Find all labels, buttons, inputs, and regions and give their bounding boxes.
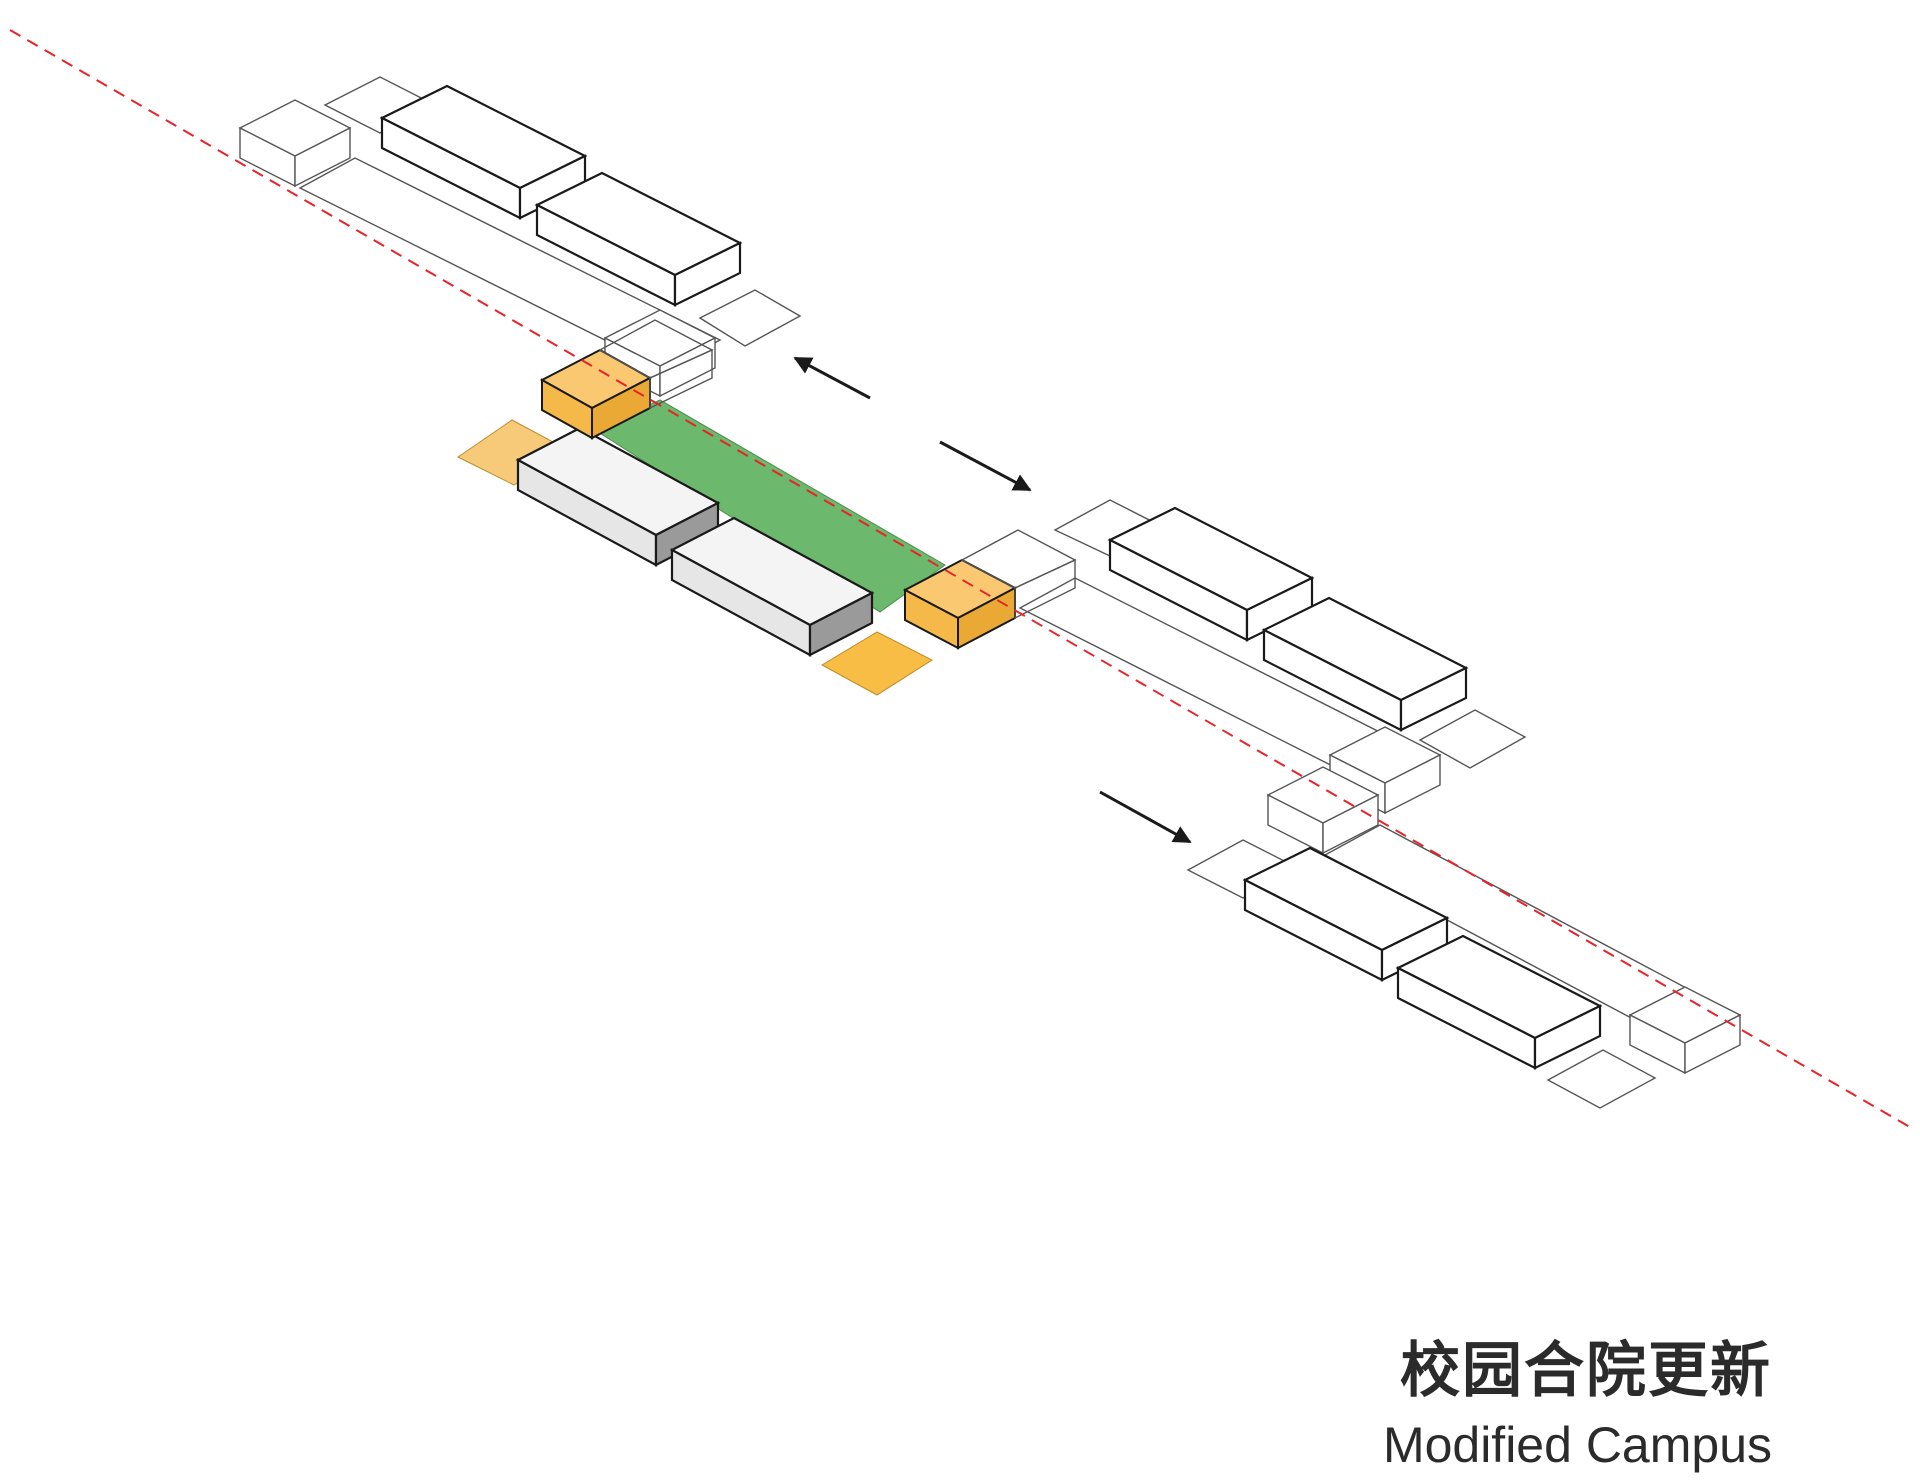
arrow-down-right [939,440,1032,492]
existing-small-box [598,319,714,410]
existing-small-box [1266,766,1380,855]
existing-row-top [238,76,802,398]
caption-title-zh: 校园合院更新 [1400,1336,1772,1406]
axis-dashed-line [9,29,1916,1131]
existing-row-right-lower [1186,824,1742,1109]
existing-building [1107,506,1315,642]
existing-small-box [1628,986,1742,1075]
orange-pad [820,631,934,696]
arrow-down-right [1099,790,1192,844]
orange-connector-box [539,348,653,440]
existing-ground-tile [698,289,802,347]
arrow-up-left [793,356,871,400]
existing-small-box [238,99,352,188]
existing-ground-outline [298,157,722,371]
existing-building [1395,934,1603,1070]
existing-small-box [960,529,1077,620]
existing-row-right-upper [1018,499,1527,855]
existing-building [534,171,743,307]
existing-building [1261,596,1469,732]
modified-row-middle [457,319,1077,696]
existing-ground-tile [1546,1049,1657,1109]
caption-title-en: Modified Campus [1382,1417,1772,1473]
caption: 校园合院更新 Modified Campus [1383,1335,1772,1477]
new-building [669,516,875,657]
existing-building [379,84,588,220]
existing-building [1242,846,1450,982]
existing-ground-tile [1418,709,1527,769]
